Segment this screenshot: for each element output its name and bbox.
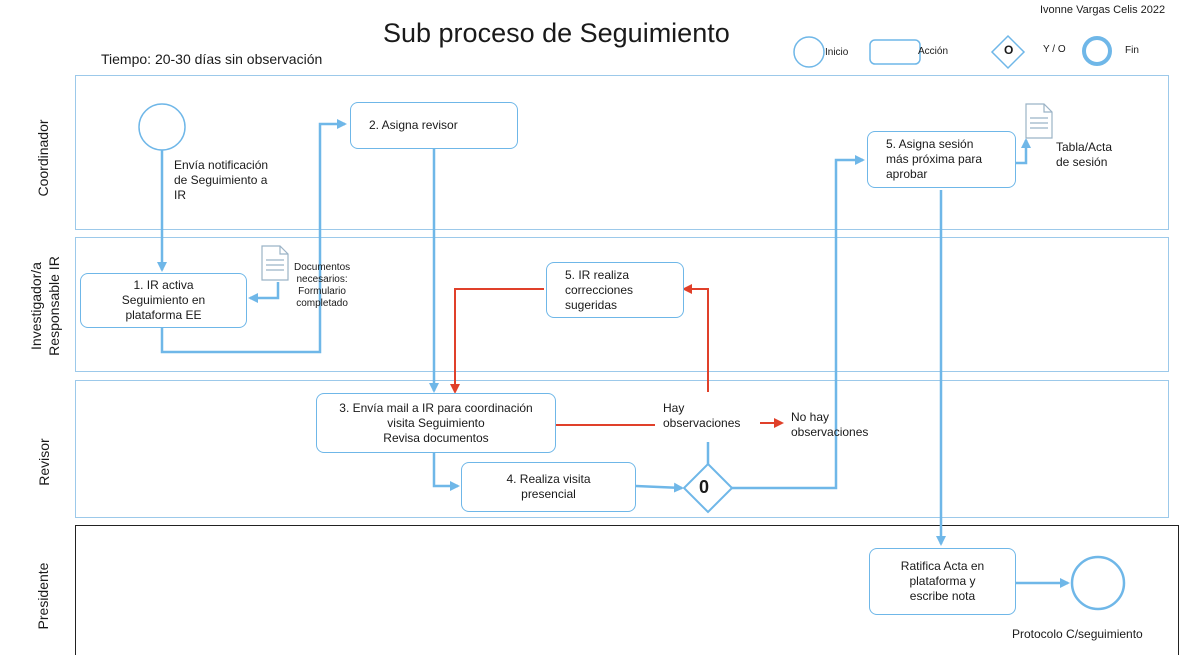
tabla-acta-label: Tabla/Acta de sesión	[1056, 140, 1113, 169]
end-label: Protocolo C/seguimiento	[1012, 627, 1143, 641]
hay-observaciones-label: Hay observaciones	[663, 401, 741, 430]
ratifica-box: Ratifica Acta en plataforma y escribe no…	[869, 548, 1016, 615]
diagram-title: Sub proceso de Seguimiento	[383, 18, 730, 48]
step5-coord-box: 5. Asigna sesión más próxima para aproba…	[867, 131, 1016, 188]
connector-step5ir-to-step3	[450, 288, 544, 394]
connector-step5-to-acta	[1016, 138, 1031, 165]
step1-box: 1. IR activa Seguimiento en plataforma E…	[80, 273, 247, 328]
time-label: Tiempo: 20-30 días sin observación	[101, 51, 323, 67]
connector-gateway-to-step5	[731, 155, 865, 490]
step2-box: 2. Asigna revisor	[350, 102, 518, 149]
start-note: Envía notificación de Seguimiento a IR	[174, 158, 269, 202]
legend-gateway-icon	[990, 34, 1026, 70]
legend-action-icon	[869, 39, 921, 65]
connector-step3-to-step4	[432, 453, 460, 491]
document-icon	[1025, 103, 1053, 139]
lane-revisor	[75, 380, 1169, 518]
connector-step4-to-gateway	[635, 482, 684, 493]
legend-start-icon	[793, 36, 825, 68]
step4-box: 4. Realiza visita presencial	[461, 462, 636, 512]
legend-start-label: Inicio	[825, 47, 849, 58]
docs-note: Documentos necesarios: Formulario comple…	[294, 262, 351, 309]
legend-action-label: Acción	[918, 46, 949, 57]
lane-coordinador	[75, 75, 1169, 230]
legend	[793, 34, 1112, 70]
gateway-icon	[682, 462, 734, 514]
document-icon	[261, 245, 289, 281]
no-hay-observaciones-label: No hay observaciones	[791, 410, 869, 439]
lane-investigador	[75, 237, 1169, 372]
legend-gateway-symbol: O	[1004, 43, 1014, 57]
connector-gateway-to-step5ir	[682, 284, 709, 392]
legend-gateway-label: Y / O	[1043, 44, 1066, 55]
legend-end-label: Fin	[1125, 45, 1139, 56]
connector-step1-to-step2	[160, 119, 347, 354]
start-event-icon	[138, 103, 186, 151]
connector-docs-to-step1	[248, 282, 280, 303]
end-event-icon	[1070, 555, 1126, 611]
gateway-value: 0	[699, 477, 710, 497]
legend-end-icon	[1082, 36, 1112, 66]
author-credit: Ivonne Vargas Celis 2022	[1040, 4, 1166, 16]
step5-ir-box: 5. IR realiza correcciones sugeridas	[546, 262, 684, 318]
step3-box: 3. Envía mail a IR para coordinación vis…	[316, 393, 556, 453]
